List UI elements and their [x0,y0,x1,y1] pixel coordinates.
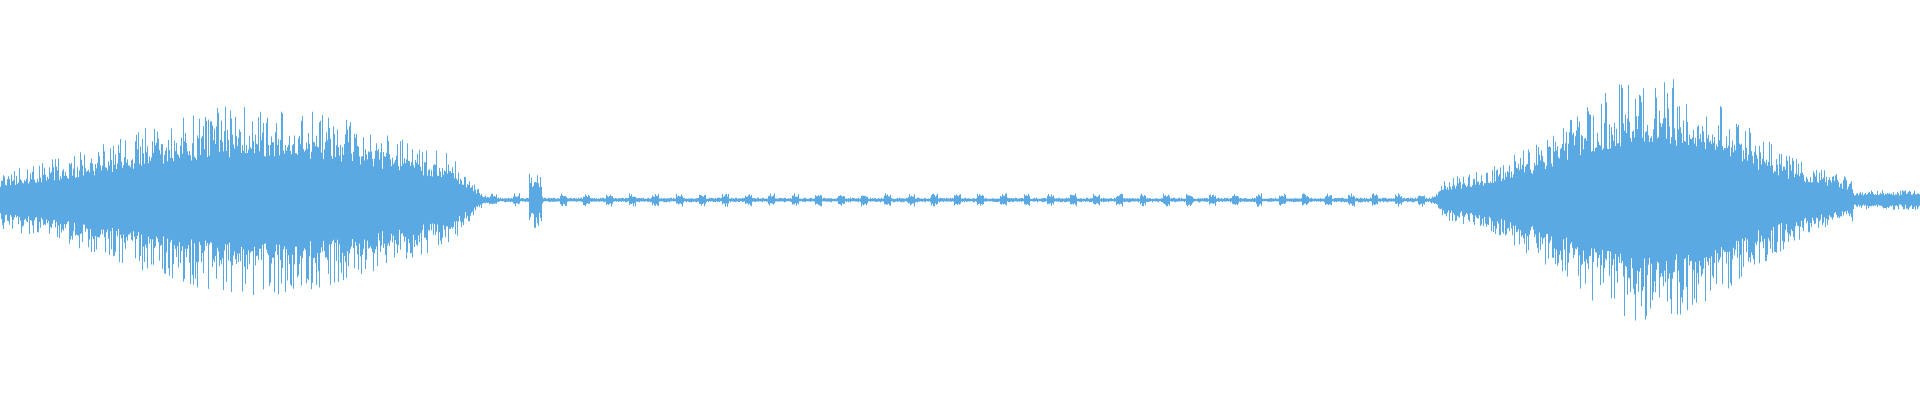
waveform-samples [0,79,1920,321]
